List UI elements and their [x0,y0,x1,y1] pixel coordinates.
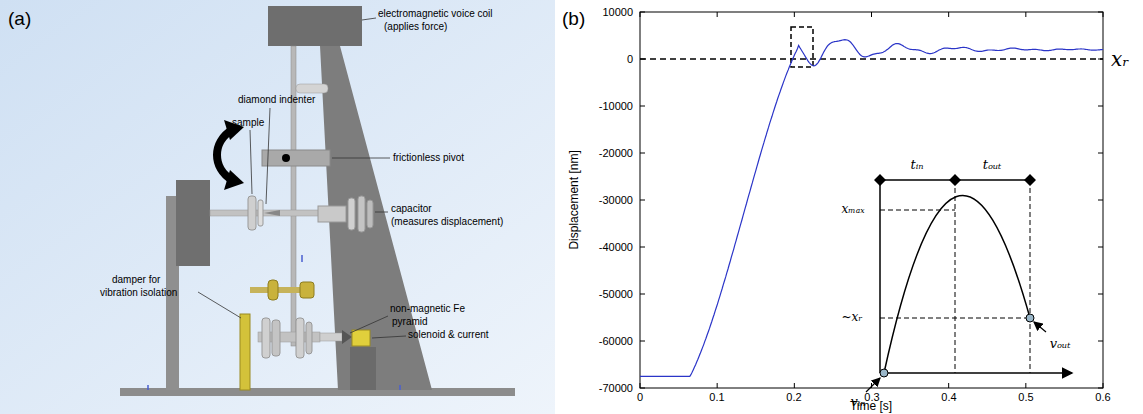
part-name: sample [232,117,264,129]
axis-tick [1098,12,1103,13]
inset-label: vₒᵤₜ [1050,337,1071,352]
part-name: electromagnetic voice coil [378,8,493,20]
tick-label: 0.1 [709,391,724,404]
axis-tick [1098,106,1103,107]
axis-tick [871,12,872,17]
axis-tick [948,383,949,388]
tick-label: 0 [627,53,633,66]
tick-label: -10000 [599,100,633,113]
part-name: solenoid & current [408,329,489,341]
axis-tick [640,247,645,248]
data-curve [640,40,1103,377]
axis-title: Displacement [nm] [568,150,582,249]
tick-label: 0.6 [1095,391,1110,404]
tick-label: 0.5 [1018,391,1033,404]
tick-label: -70000 [599,382,633,395]
axis-tick [640,341,645,342]
axis-tick [1025,12,1026,17]
panel-letter: (b) [562,8,585,30]
axis-tick [640,388,645,389]
tick-label: -60000 [599,335,633,348]
part-name: non-magnetic Fe [390,303,465,315]
inset-label: vᵢₙ [850,395,865,410]
part-name: pyramid [392,316,428,328]
axis-tick [640,106,645,107]
inset-label: tₒᵤₜ [983,158,1002,173]
tick-label: -40000 [599,241,633,254]
axis-tick [640,383,641,388]
tick-label: 0.2 [786,391,801,404]
axis-tick [794,383,795,388]
axis-tick [1098,247,1103,248]
axis-tick [1025,383,1026,388]
axis-tick [948,12,949,17]
tick-label: 10000 [602,6,633,19]
part-name: capacitor [391,203,432,215]
annotation: xᵣ [1111,48,1129,71]
axis-tick [1103,12,1104,17]
part-name: vibration isolation [100,287,177,299]
axis-tick [640,200,645,201]
axis-tick [1103,383,1104,388]
part-name: (applies force) [384,21,447,33]
axis-tick [1098,200,1103,201]
inset-label: tᵢₙ [910,158,923,173]
inset-label: ~xᵣ [841,311,864,325]
axis-tick [640,12,641,17]
tick-label: -30000 [599,194,633,207]
part-name: (measures displacement) [391,216,503,228]
part-name: frictionless pivot [393,152,464,164]
tick-label: 0.4 [941,391,956,404]
axis-tick [640,294,645,295]
axis-tick [640,12,645,13]
inset-label: xₘₐₓ [841,203,866,217]
axis-tick [794,12,795,17]
tick-label: -20000 [599,147,633,160]
panel-letter: (a) [8,8,31,30]
axis-tick [1098,153,1103,154]
axis-tick [1098,294,1103,295]
axis-tick [640,153,645,154]
part-name: damper for [112,274,160,286]
axis-tick [717,383,718,388]
part-name: diamond indenter [238,94,315,106]
axis-tick [1098,388,1103,389]
tick-label: 0 [637,391,643,404]
tick-label: -50000 [599,288,633,301]
axis-tick [1098,341,1103,342]
axis-tick [717,12,718,17]
